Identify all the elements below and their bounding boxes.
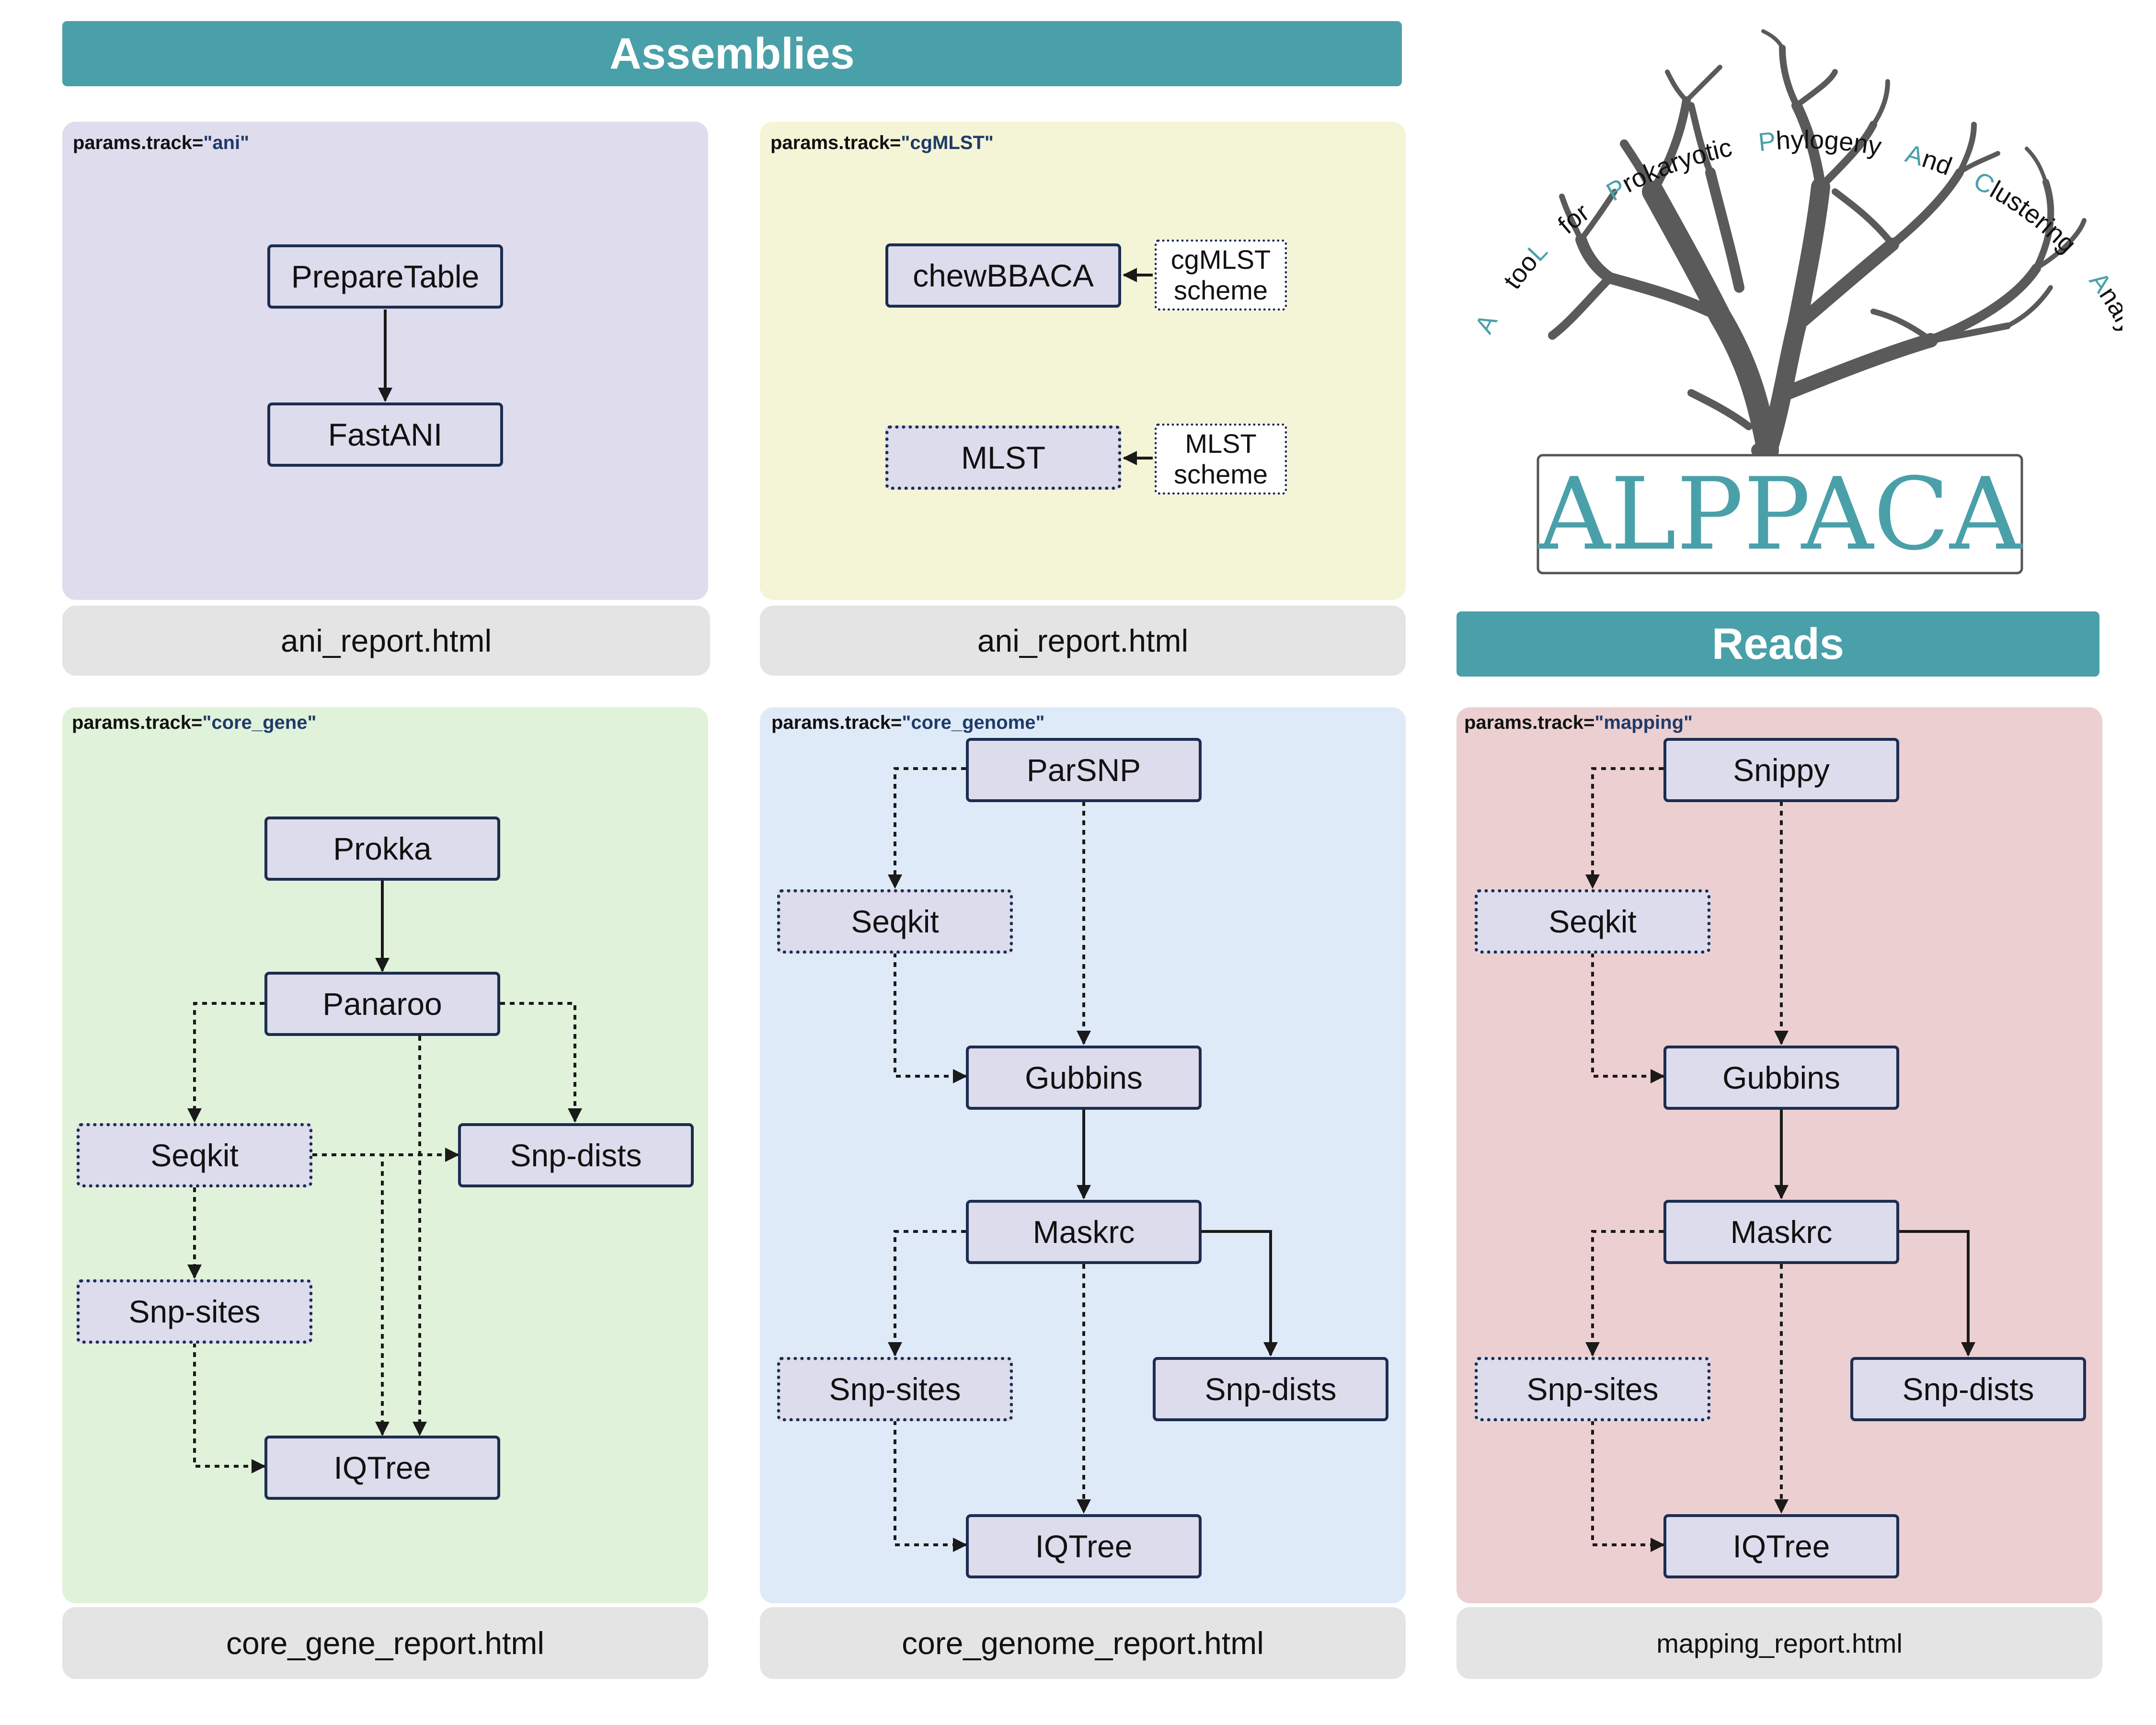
node-snpsites[interactable]: Snp-sites [777, 1357, 1013, 1421]
node-gubbins[interactable]: Gubbins [966, 1046, 1202, 1110]
logo-word-initial: P [1757, 126, 1777, 157]
logo-word: lustering [1985, 175, 2082, 259]
node-parsnp[interactable]: ParSNP [966, 738, 1202, 802]
node-snpsites[interactable]: Snp-sites [1475, 1357, 1710, 1421]
core-genome-report[interactable]: core_genome_report.html [760, 1607, 1406, 1679]
node-chewbbaca[interactable]: chewBBACA [885, 243, 1121, 308]
core-genome-track-label: params.track="core_genome" [771, 712, 1044, 734]
mlst-scheme: MLST scheme [1155, 424, 1287, 494]
node-iqtree[interactable]: IQTree [1663, 1514, 1899, 1578]
track-value: "mapping" [1594, 712, 1693, 733]
mapping-report[interactable]: mapping_report.html [1456, 1607, 2102, 1679]
tree-icon [1548, 29, 2087, 461]
cgmlst-panel: params.track="cgMLST" [760, 122, 1406, 600]
core-gene-report[interactable]: core_gene_report.html [62, 1607, 708, 1679]
ani-panel: params.track="ani" [62, 122, 708, 600]
cgmlst-track-label: params.track="cgMLST" [770, 132, 994, 154]
node-iqtree[interactable]: IQTree [264, 1436, 500, 1500]
ani-report[interactable]: ani_report.html [62, 606, 710, 676]
node-seqkit[interactable]: Seqkit [777, 889, 1013, 954]
ani-track-label: params.track="ani" [73, 132, 249, 154]
track-prefix: params.track= [771, 712, 902, 733]
node-maskrc[interactable]: Maskrc [1663, 1200, 1899, 1264]
reads-header: Reads [1456, 611, 2099, 677]
track-value: "cgMLST" [901, 132, 994, 153]
cgmlst-report[interactable]: ani_report.html [760, 606, 1406, 676]
core-genome-panel: params.track="core_genome" [760, 707, 1406, 1603]
node-snpsites[interactable]: Snp-sites [77, 1279, 312, 1344]
alppaca-logo: A tooL for Prokaryotic Phylogeny And Clu… [1452, 29, 2122, 575]
node-panaroo[interactable]: Panaroo [264, 972, 500, 1036]
mapping-panel: params.track="mapping" [1456, 707, 2102, 1603]
logo-word-initial: A [1469, 310, 1503, 338]
node-gubbins[interactable]: Gubbins [1663, 1046, 1899, 1110]
assemblies-header: Assemblies [62, 21, 1402, 86]
cgmlst-scheme: cgMLST scheme [1155, 240, 1287, 310]
node-iqtree[interactable]: IQTree [966, 1514, 1202, 1578]
scheme-line: scheme [1173, 275, 1268, 305]
track-value: "core_genome" [902, 712, 1045, 733]
node-preparetable[interactable]: PrepareTable [267, 244, 503, 309]
track-prefix: params.track= [1464, 712, 1595, 733]
scheme-line: scheme [1173, 459, 1268, 489]
core-gene-track-label: params.track="core_gene" [72, 712, 316, 734]
logo-name: ALPPACA [1537, 457, 2023, 573]
node-snpdists[interactable]: Snp-dists [1850, 1357, 2086, 1421]
node-snpdists[interactable]: Snp-dists [458, 1123, 694, 1187]
logo-word: hylogeny [1775, 126, 1883, 161]
node-prokka[interactable]: Prokka [264, 816, 500, 881]
scheme-line: MLST [1185, 428, 1257, 459]
node-seqkit[interactable]: Seqkit [1475, 889, 1710, 954]
track-prefix: params.track= [770, 132, 901, 153]
track-value: "core_gene" [202, 712, 317, 733]
logo-name-box [1537, 454, 2023, 575]
node-seqkit[interactable]: Seqkit [77, 1123, 312, 1187]
track-prefix: params.track= [73, 132, 204, 153]
node-snpdists[interactable]: Snp-dists [1153, 1357, 1388, 1421]
mapping-track-label: params.track="mapping" [1464, 712, 1693, 734]
scheme-line: cgMLST [1170, 244, 1271, 275]
track-value: "ani" [203, 132, 250, 153]
track-prefix: params.track= [72, 712, 203, 733]
node-fastani[interactable]: FastANI [267, 402, 503, 467]
node-maskrc[interactable]: Maskrc [966, 1200, 1202, 1264]
node-mlst[interactable]: MLST [885, 426, 1121, 490]
node-snippy[interactable]: Snippy [1663, 738, 1899, 802]
